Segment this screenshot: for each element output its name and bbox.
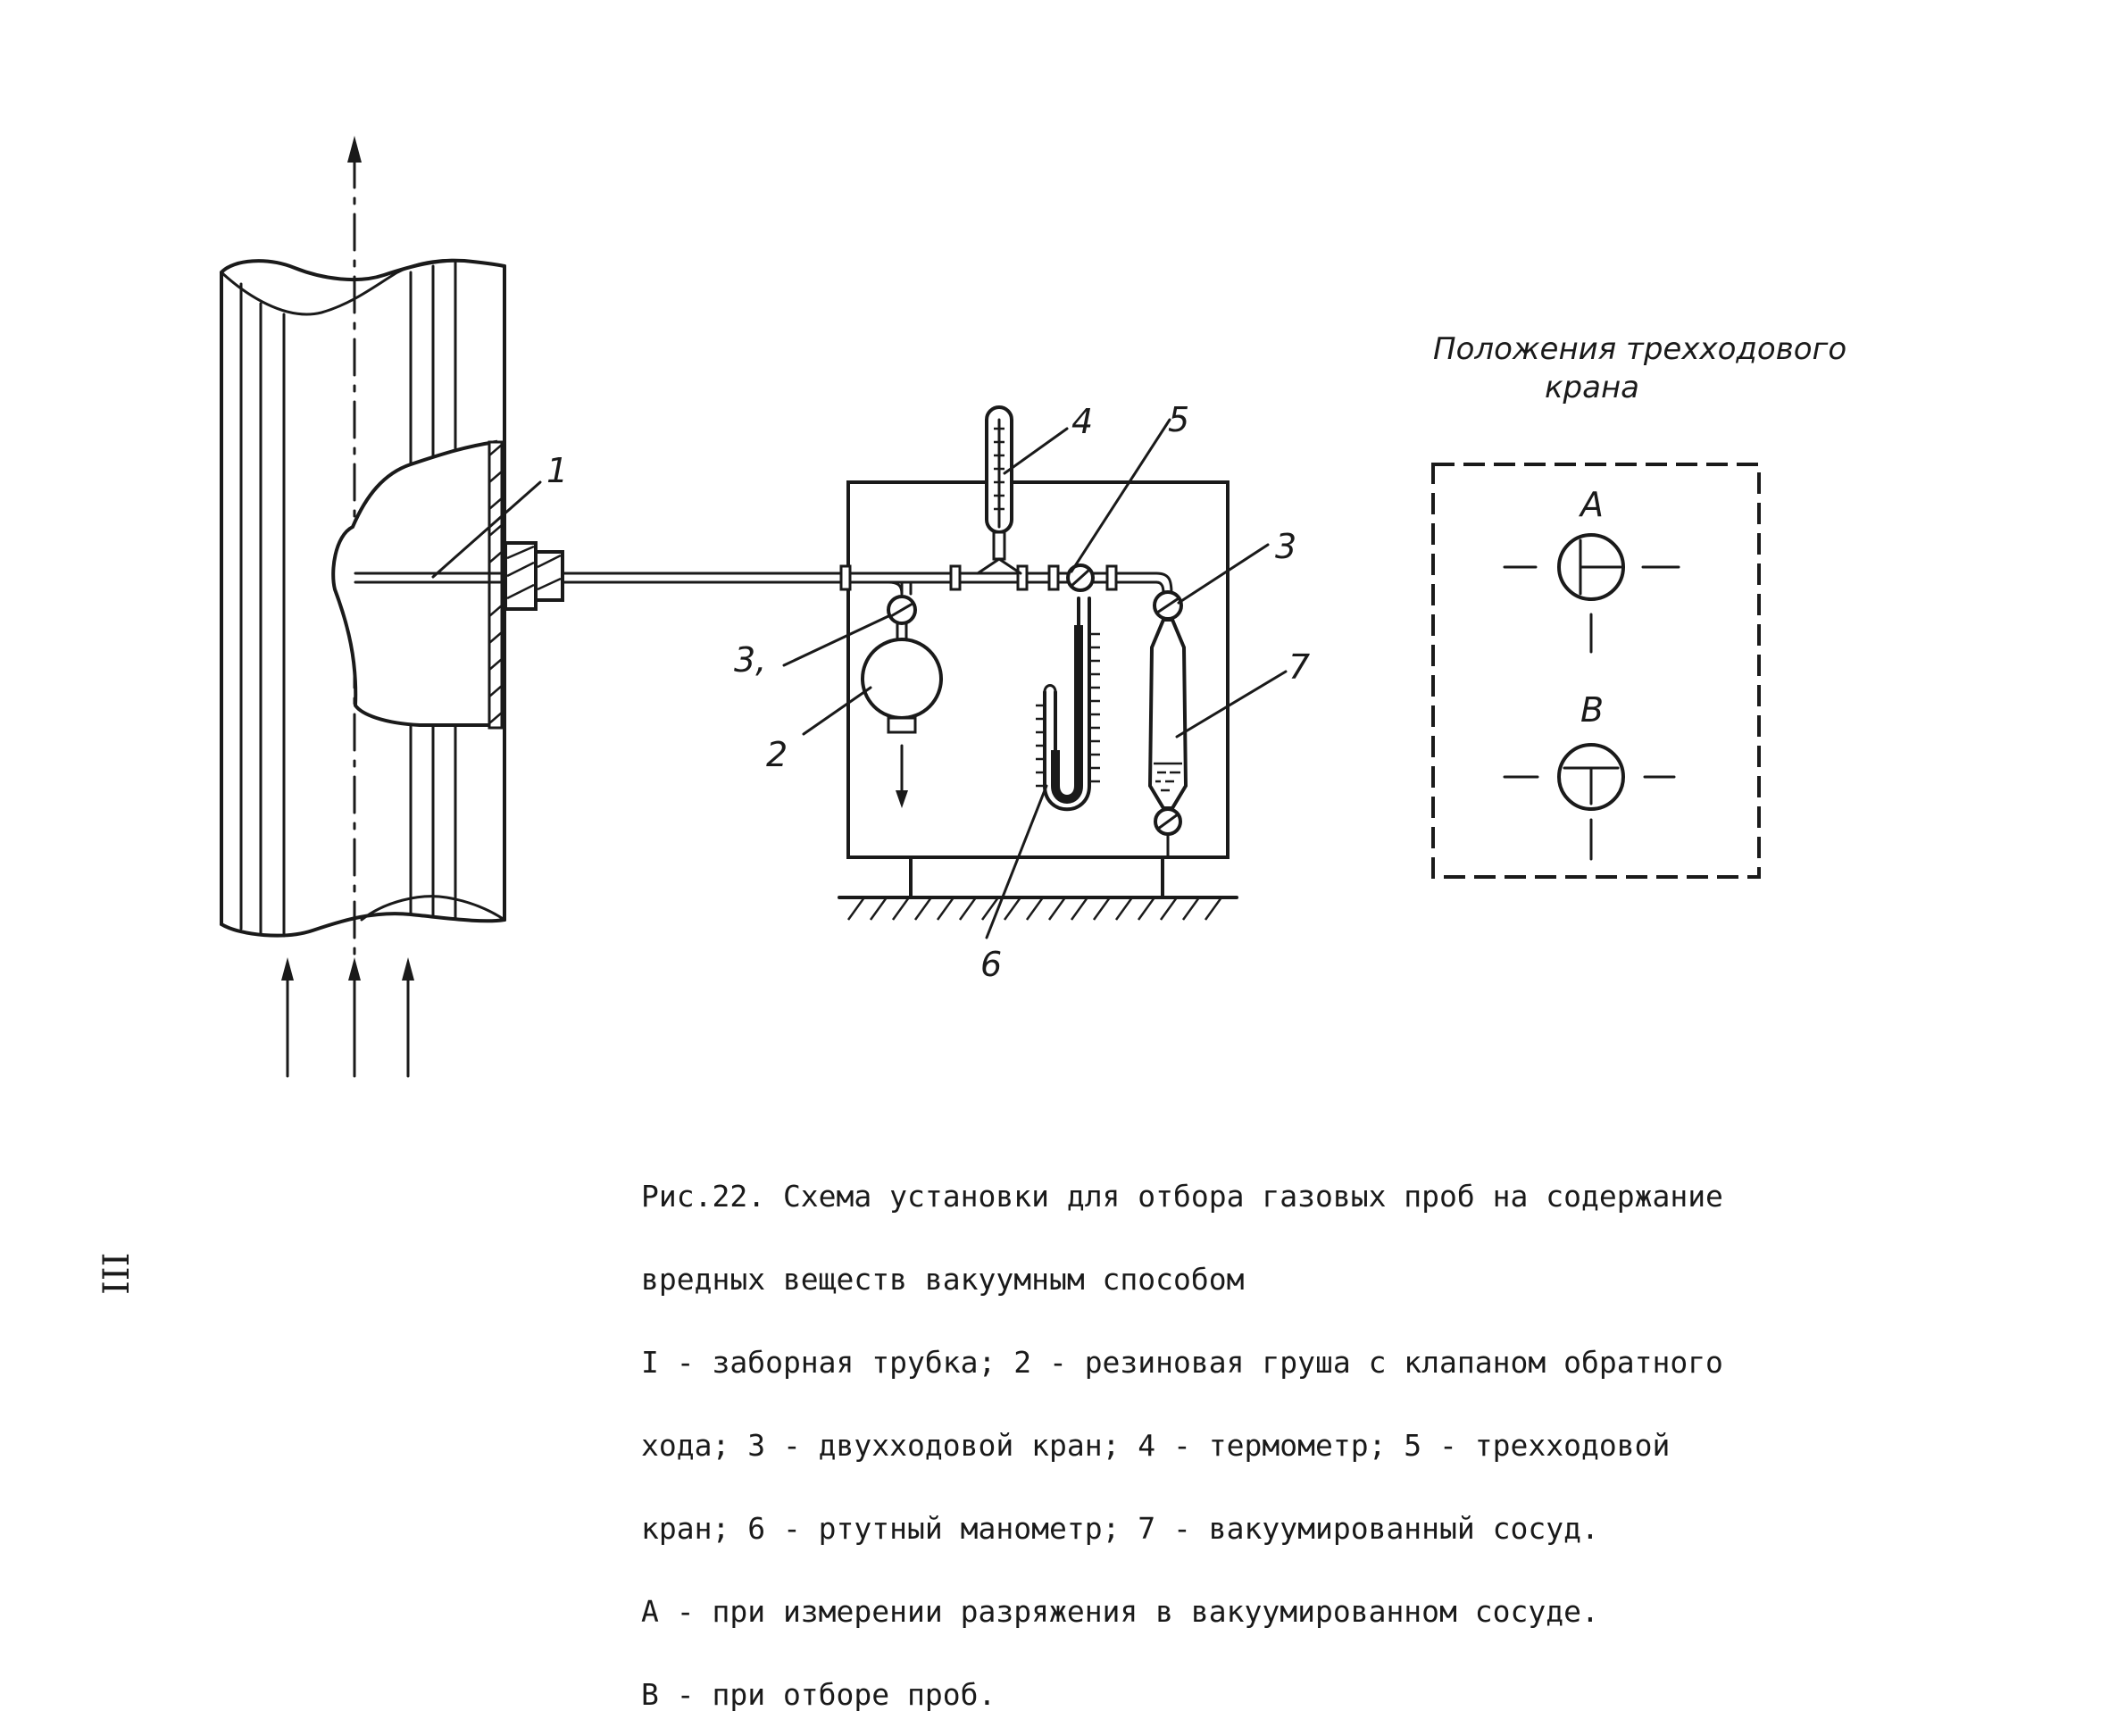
valve-positions-panel (1431, 463, 1761, 879)
gas-duct (220, 136, 506, 1078)
label-2: 2 (766, 735, 788, 774)
label-4: 4 (1071, 402, 1093, 441)
rubber-bulb-icon (861, 638, 943, 720)
sampling-setup-diagram: 1 4 5 3 3, 7 2 6 Положения трехходового … (220, 136, 1846, 1078)
rubber-bulb-branch (782, 580, 943, 808)
vessel-branch (1147, 543, 1288, 859)
flow-up-arrow-head (347, 136, 362, 163)
page-number: III (96, 1252, 138, 1295)
valve-position-a-label: A (1578, 485, 1604, 524)
figure-caption: Рис.22. Схема установки для отбора газов… (641, 1127, 1802, 1736)
flow-arrow-center (348, 957, 361, 981)
label-1: 1 (546, 451, 568, 490)
instrument-box (782, 405, 1288, 939)
valve-position-b-label: B (1580, 690, 1604, 730)
label-3-left: 3, (734, 640, 766, 680)
label-3-right: 3 (1275, 527, 1296, 566)
caption-line: вредных веществ вакуумным способом (641, 1262, 1245, 1297)
caption-line: кран; 6 - ртутный манометр; 7 - вакуумир… (641, 1511, 1599, 1546)
caption-line: Рис.22. Схема установки для отбора газов… (641, 1179, 1723, 1214)
label-5: 5 (1168, 400, 1189, 439)
label-7: 7 (1288, 647, 1310, 687)
sampling-tube (354, 480, 850, 611)
flow-arrow-right (402, 957, 414, 981)
outlet-arrow-icon (896, 790, 908, 808)
thermometer (976, 405, 1069, 575)
flow-arrow-left (281, 957, 294, 981)
manometer-branch (985, 418, 1171, 939)
label-6: 6 (980, 945, 1002, 984)
caption-line: А - при измерении разряжения в вакуумиро… (641, 1594, 1599, 1629)
caption-line: хода; 3 - двухходовой кран; 4 - термомет… (641, 1428, 1671, 1463)
caption-line: I - заборная трубка; 2 - резиновая груша… (641, 1345, 1723, 1380)
evacuated-vessel-icon (1147, 618, 1188, 810)
caption-line: В - при отборе проб. (641, 1677, 996, 1712)
valve-panel-title-line2: крана (1545, 370, 1639, 405)
valve-panel-title-line1: Положения трехходового (1433, 331, 1846, 367)
